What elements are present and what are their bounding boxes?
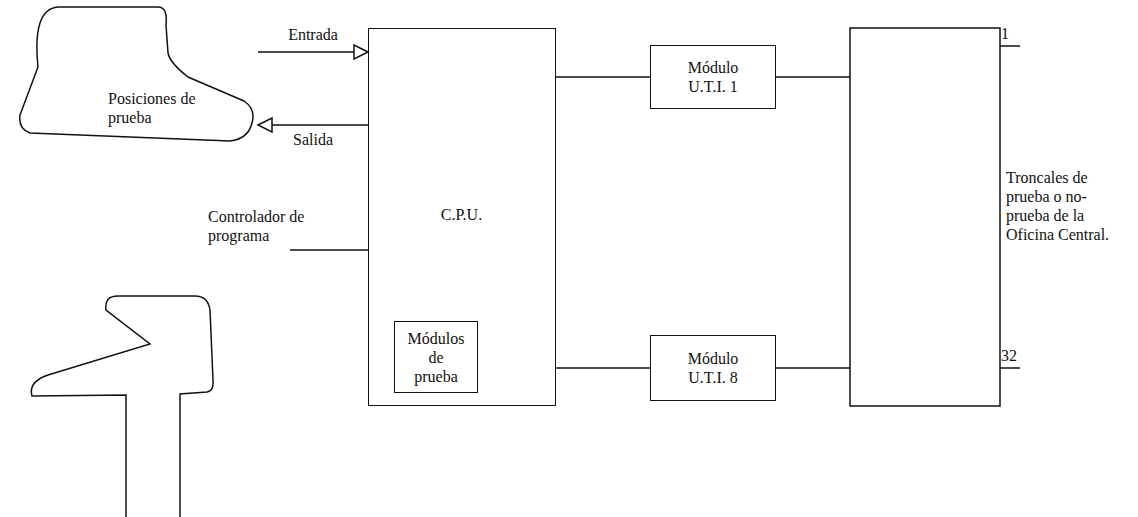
controller-line (290, 249, 368, 251)
process-box: Módulos de prueba C.P.U. (368, 28, 556, 406)
open-arrowhead (354, 45, 368, 59)
connector-line (556, 367, 650, 369)
open-arrowhead (258, 118, 272, 132)
trunk-wire (776, 76, 850, 78)
process-box: Módulo U.T.I. 1 (650, 45, 776, 109)
note-label: Troncales de prueba o no-prueba de la Of… (1006, 168, 1130, 244)
connector-line (272, 124, 368, 126)
node-label: Módulo U.T.I. 8 (683, 349, 743, 387)
connector (556, 368, 650, 369)
trunk-output-line (1000, 45, 1020, 47)
connector (556, 77, 650, 78)
node-label: C.P.U. (369, 205, 554, 224)
trunk-number: 32 (1001, 346, 1031, 365)
test-console-figure (31, 296, 213, 517)
signal-label: Salida (290, 130, 336, 149)
node-label: Módulos de prueba (405, 329, 467, 386)
trunk-output-line (1000, 367, 1020, 369)
signal-label: Entrada (285, 25, 341, 44)
node-label: Posiciones de prueba (108, 89, 238, 127)
trunk-wire (776, 367, 850, 369)
station-outline-path (20, 7, 253, 141)
connector-line (556, 76, 650, 78)
inner-module-box: Módulos de prueba (394, 321, 478, 393)
trunk-switch-box (850, 28, 1000, 406)
station-outline: Posiciones de prueba (18, 5, 258, 145)
note-label: Controlador de programa (208, 207, 348, 245)
trunk-number: 1 (1001, 24, 1031, 43)
connector (258, 45, 368, 59)
connector-line (258, 51, 354, 53)
node-label: Módulo U.T.I. 1 (683, 58, 743, 96)
process-box: Módulo U.T.I. 8 (650, 335, 776, 401)
